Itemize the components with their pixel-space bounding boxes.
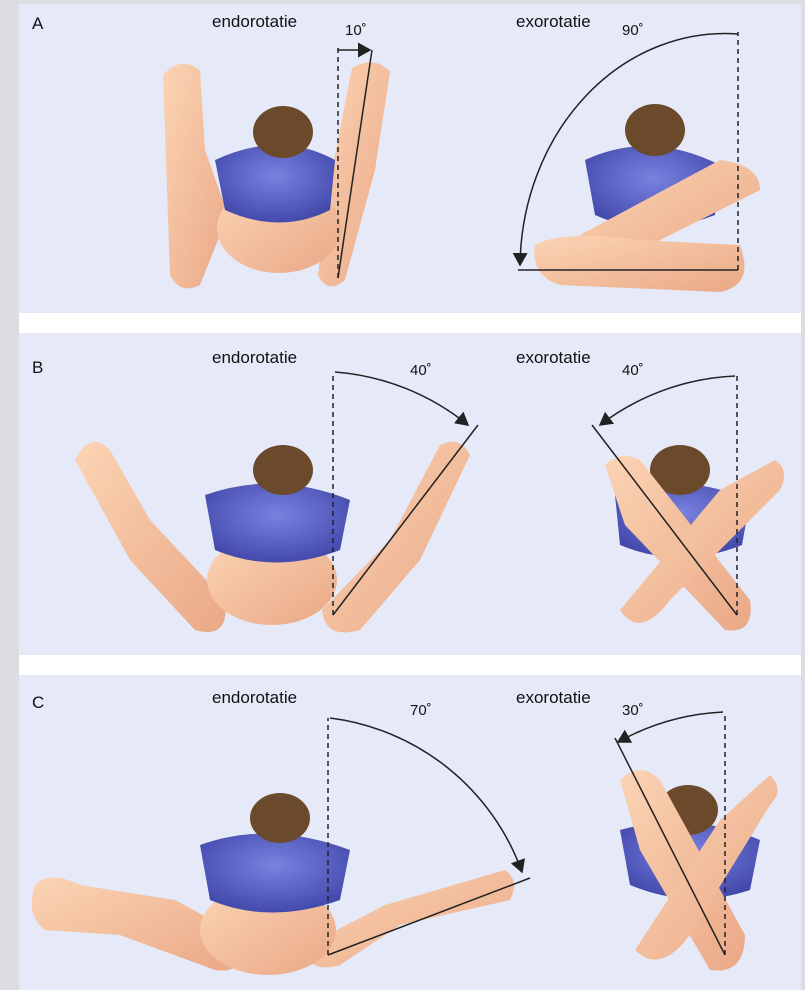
panel-c-exo-label: exorotatie <box>516 688 591 708</box>
figure-c-exo <box>620 770 778 971</box>
panel-a-exo-label: exorotatie <box>516 12 591 32</box>
panel-c-endo-angle: 70˚ <box>410 702 432 719</box>
panel-a-exo-angle: 90˚ <box>622 22 644 39</box>
panel-a-endo-label: endorotatie <box>212 12 297 32</box>
panel-c-exo-angle: 30˚ <box>622 702 644 719</box>
figure-b-exo <box>605 445 784 631</box>
figure-a-exo <box>534 104 760 292</box>
figure-a-endo <box>163 62 390 288</box>
panel-b-endo-label: endorotatie <box>212 348 297 368</box>
panel-c-endo-label: endorotatie <box>212 688 297 708</box>
panel-a-endo-angle: 10˚ <box>345 22 367 39</box>
panel-b-exo-label: exorotatie <box>516 348 591 368</box>
panel-a-letter: A <box>32 14 43 34</box>
panel-b-letter: B <box>32 358 43 378</box>
figure-b-endo <box>75 442 470 633</box>
panel-b-endo-angle: 40˚ <box>410 362 432 379</box>
panel-c-letter: C <box>32 693 44 713</box>
panel-b-exo-angle: 40˚ <box>622 362 644 379</box>
figure-c-endo <box>32 793 514 975</box>
